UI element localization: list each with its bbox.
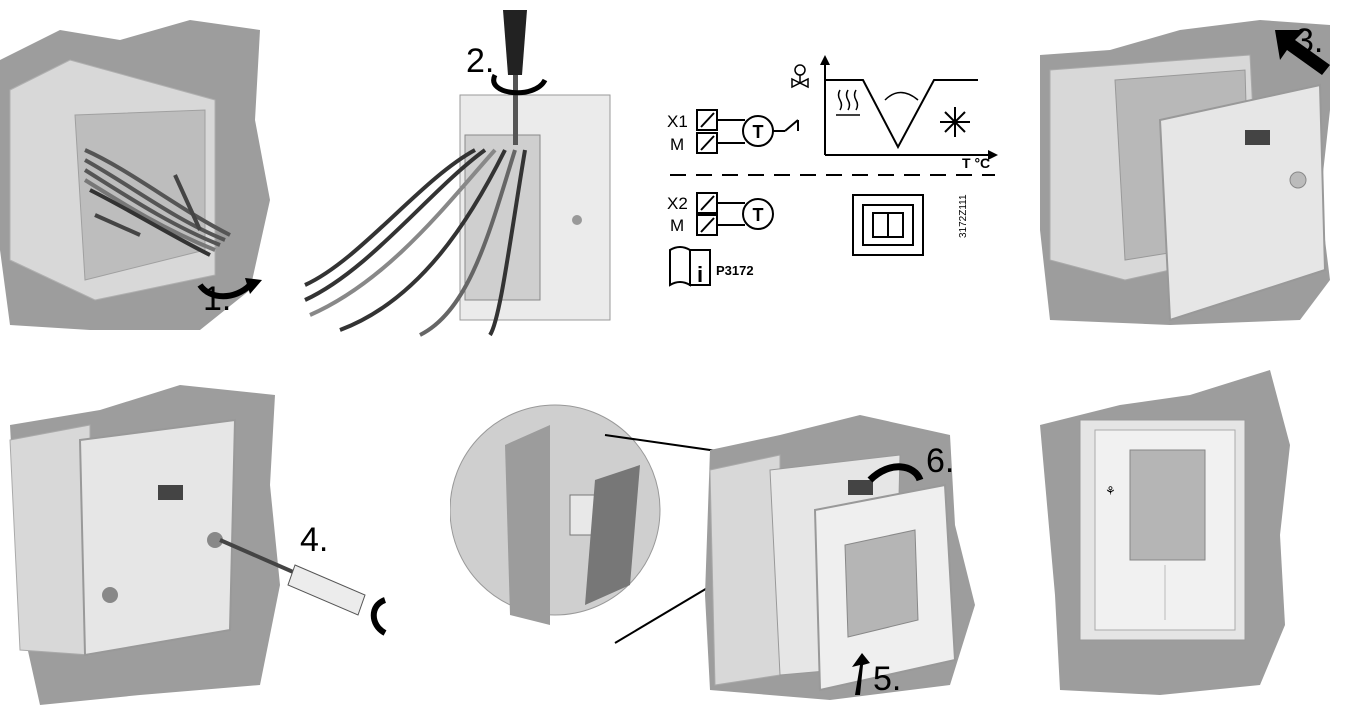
panel-step-4 bbox=[9, 385, 387, 705]
step-1-label: 1. bbox=[203, 280, 232, 318]
panel-step-5-6 bbox=[450, 404, 975, 700]
device-outer-icon bbox=[852, 194, 924, 256]
panel-final: ⚘ bbox=[1040, 370, 1290, 695]
fan-icon-final: ⚘ bbox=[1105, 484, 1116, 498]
step-3-label: 3. bbox=[1295, 22, 1324, 60]
curve-x-axis-head bbox=[988, 150, 998, 160]
mounting-plate-3 bbox=[1158, 83, 1327, 322]
screwdriver-shaft-4 bbox=[219, 538, 301, 577]
thermostat-screen-5 bbox=[844, 529, 919, 638]
curve-y-axis-head bbox=[820, 55, 830, 65]
plate-connector-5 bbox=[848, 480, 873, 495]
switch-blade bbox=[784, 119, 799, 132]
panel-step-2 bbox=[304, 10, 611, 337]
mounting-plate-4 bbox=[78, 418, 237, 657]
plate-connector-4 bbox=[158, 485, 183, 500]
detail-device-edge bbox=[585, 465, 640, 605]
step-4-label: 4. bbox=[300, 521, 329, 559]
plate-screw-right-4 bbox=[207, 532, 223, 548]
box-5 bbox=[709, 454, 781, 686]
terminal-m2-slot bbox=[700, 217, 715, 233]
device-inner-icon bbox=[862, 204, 914, 246]
screwdriver-handle-2 bbox=[503, 10, 527, 75]
snowflake-icon bbox=[940, 107, 970, 137]
plate-screw-left-4 bbox=[102, 587, 118, 603]
valve-curve bbox=[825, 79, 978, 150]
sensor-symbol-2 bbox=[742, 198, 774, 230]
step-5-label: 5. bbox=[873, 660, 902, 698]
screw-1a bbox=[173, 174, 202, 231]
thermostat-screen-final bbox=[1129, 449, 1206, 561]
terminal-m1-slot bbox=[700, 135, 715, 151]
push-arrow-5 bbox=[852, 653, 870, 695]
axis-temp-label: T °C bbox=[962, 155, 990, 171]
box-4 bbox=[9, 424, 91, 656]
relay-block-2 bbox=[464, 134, 541, 301]
hole-2 bbox=[572, 215, 582, 225]
rotate-arrow-1-head bbox=[245, 278, 262, 294]
rotate-arrow-2 bbox=[491, 73, 548, 96]
plate-hole-3 bbox=[1289, 171, 1307, 189]
step-6-label: 6. bbox=[926, 442, 955, 480]
panel-step-3 bbox=[1040, 20, 1330, 325]
wiring-x1-label: X1 bbox=[667, 112, 688, 131]
wiring-diagram: T T °C T i bbox=[669, 55, 998, 287]
rotate-arrow-1 bbox=[197, 282, 253, 300]
rotate-arrow-4 bbox=[370, 597, 387, 636]
info-icon: i bbox=[697, 262, 703, 287]
wiring-m1-label: M bbox=[670, 135, 685, 154]
push-arrow-3 bbox=[1275, 30, 1330, 75]
cable-bundle-2 bbox=[304, 148, 527, 337]
changeover-arrow bbox=[884, 91, 919, 101]
rotate-arrow-6 bbox=[867, 463, 924, 483]
wiring-x2-label: X2 bbox=[667, 194, 688, 213]
panel-step-1 bbox=[0, 20, 270, 330]
screw-1b bbox=[94, 213, 141, 237]
manual-ref: P3172 bbox=[716, 263, 754, 278]
heat-icon bbox=[836, 89, 860, 116]
screwdriver-handle-4 bbox=[287, 564, 366, 616]
terminal-x1-slot bbox=[700, 112, 715, 128]
sensor-2-text: T bbox=[753, 205, 764, 225]
screwdriver-shaft-2 bbox=[513, 70, 518, 145]
step-2-label: 2. bbox=[466, 42, 495, 80]
wiring-m2-label: M bbox=[670, 216, 685, 235]
sensor-1-text: T bbox=[753, 122, 764, 142]
detail-plate-edge bbox=[505, 425, 550, 625]
cable-bundle-1 bbox=[83, 148, 231, 257]
manual-book-icon bbox=[669, 246, 711, 287]
valve-icon bbox=[791, 64, 809, 89]
document-code: 3172Z111 bbox=[958, 194, 969, 238]
plate-connector-3 bbox=[1245, 130, 1270, 145]
terminal-x2-slot bbox=[700, 195, 715, 211]
